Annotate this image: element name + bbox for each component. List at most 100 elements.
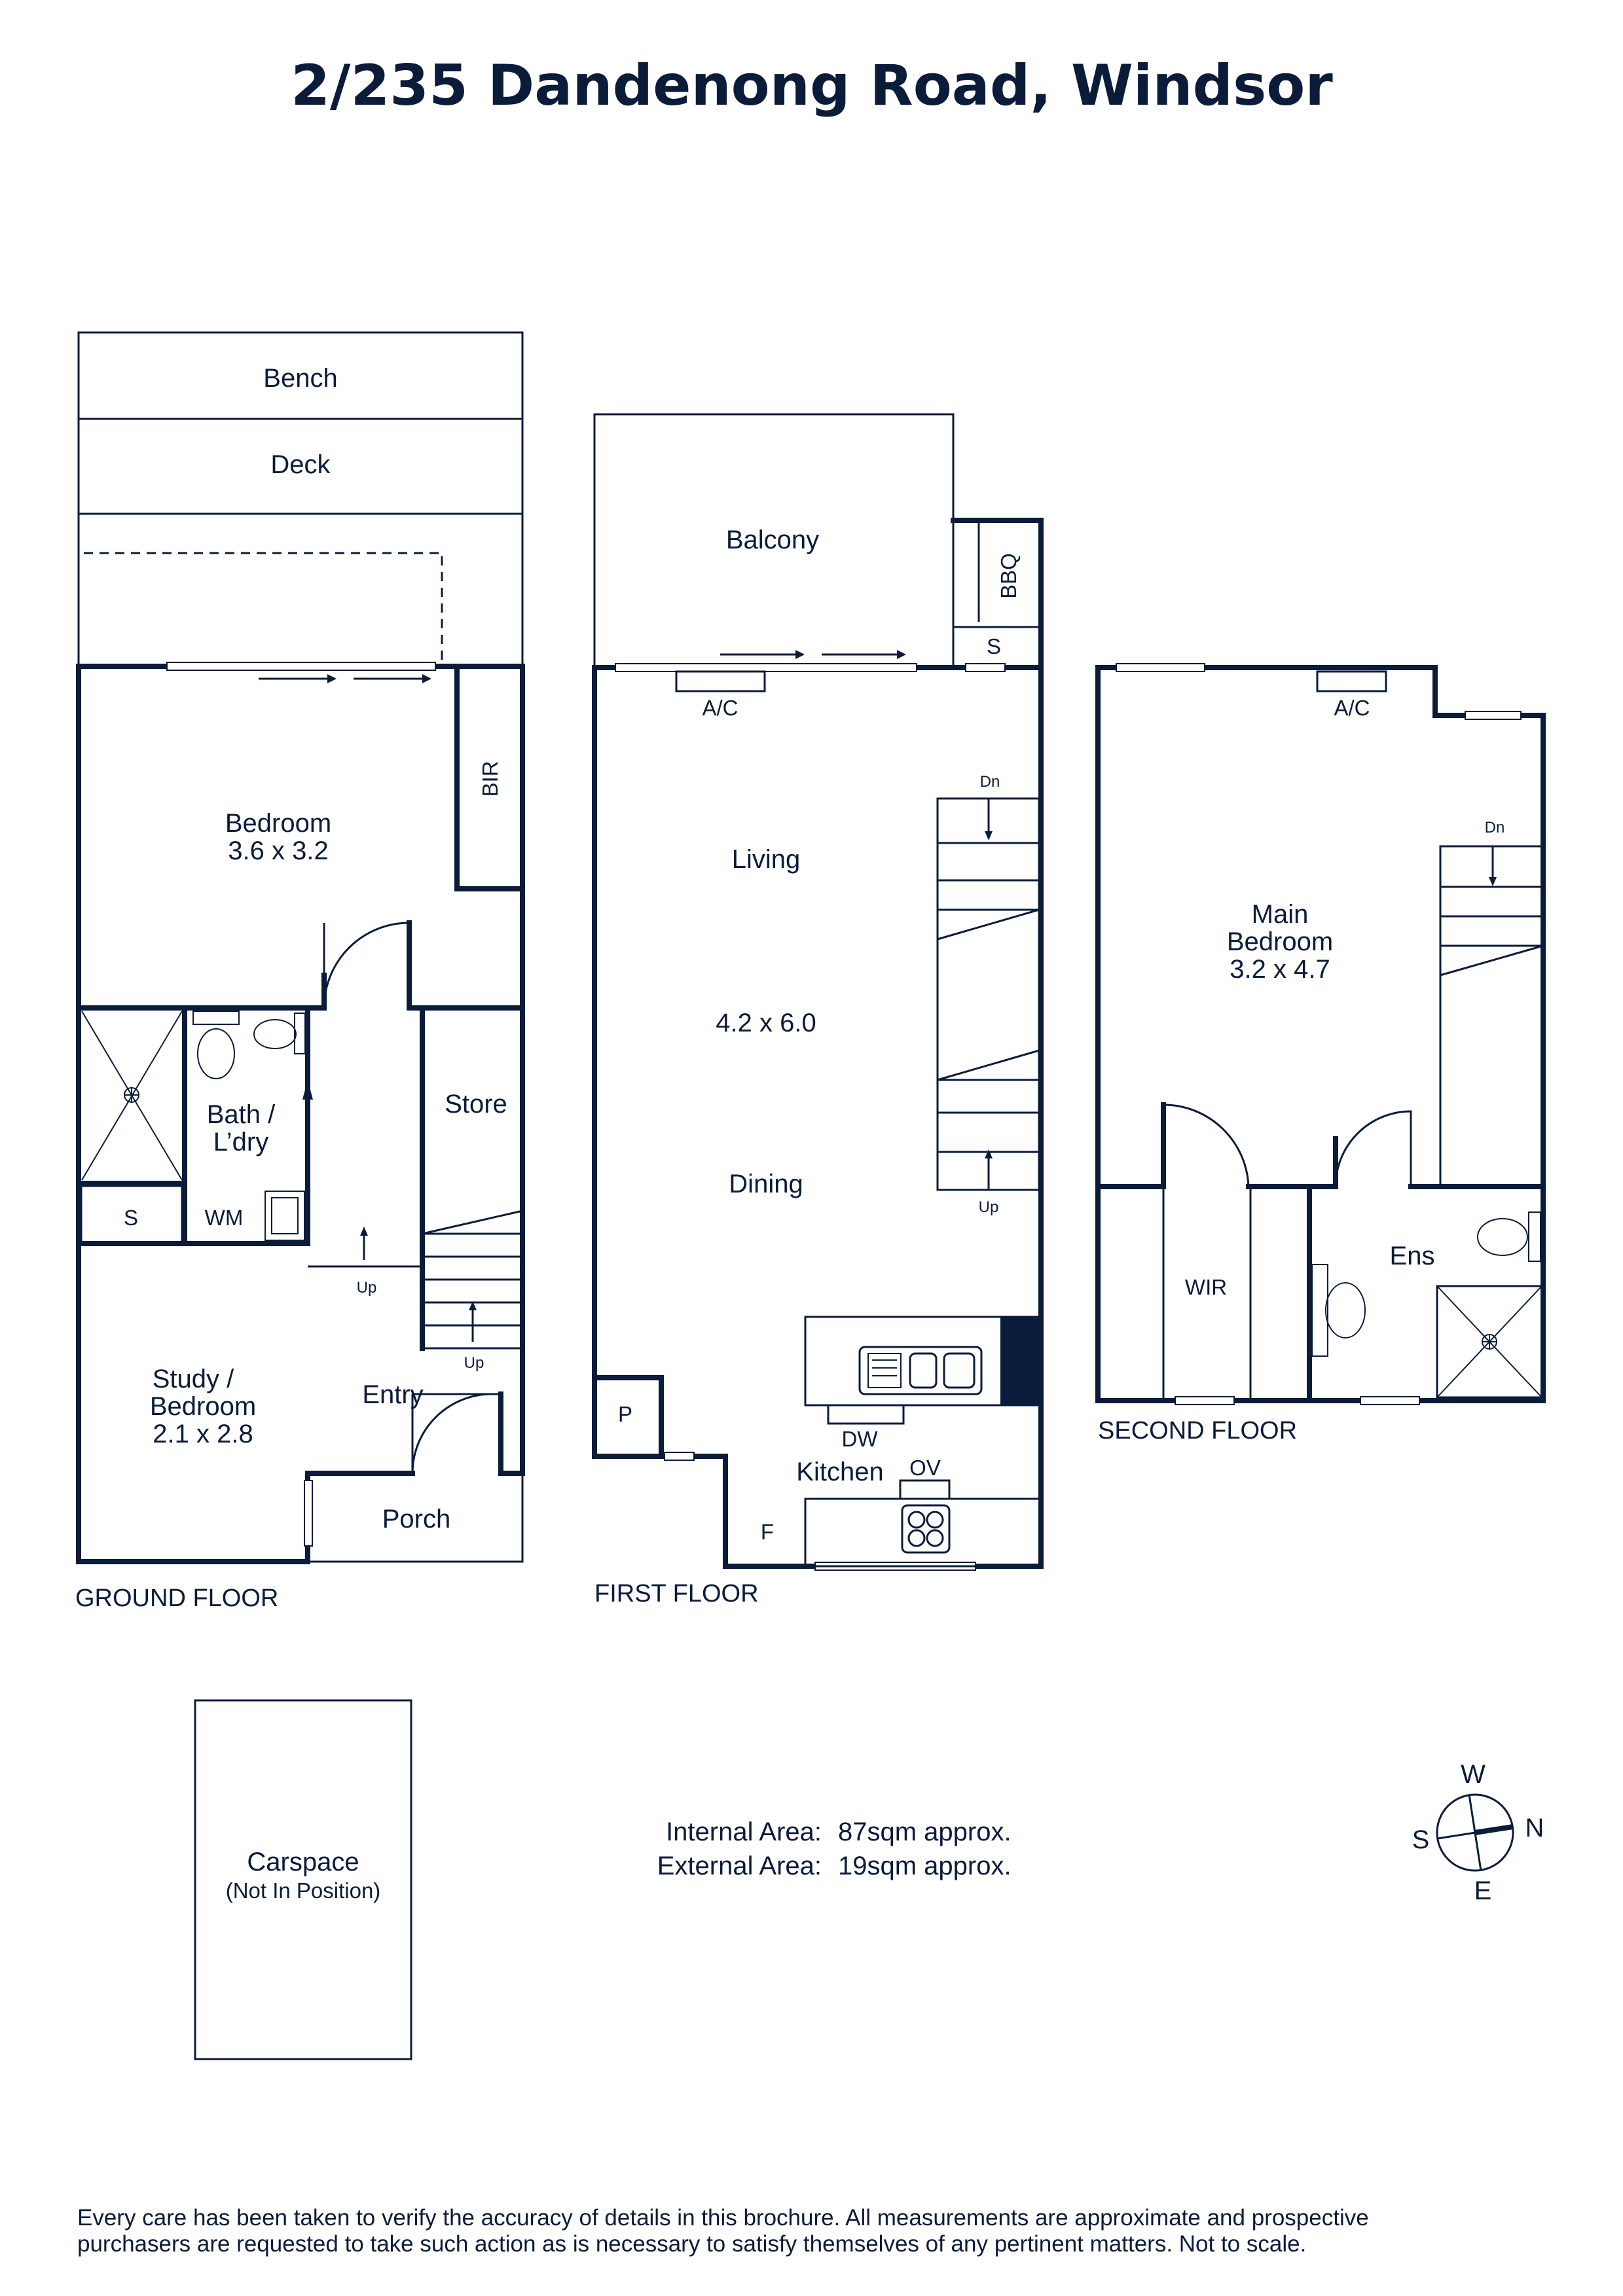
- entry-door-swing: [411, 1393, 501, 1474]
- dn-label: Dn: [1485, 819, 1505, 836]
- pantry-label: P: [618, 1402, 632, 1426]
- study-label: Study /: [153, 1365, 234, 1393]
- second-floor-plan: A/C Dn Main Bedroom 3.2 x 4.7 WIR Ens SE…: [1095, 663, 1546, 1444]
- stair: [936, 797, 1040, 1191]
- stair-cut: [422, 1210, 523, 1235]
- internal-area-label: Internal Area:: [666, 1818, 822, 1846]
- compass-icon: W N S E: [1412, 1760, 1544, 1905]
- fridge-label: F: [761, 1520, 774, 1544]
- stair-up-arrow-icon: [360, 1227, 368, 1236]
- ac-label: A/C: [702, 696, 738, 720]
- up-label: Up: [357, 1279, 377, 1297]
- toilet-icon: [1477, 1218, 1528, 1256]
- bedroom-south-wall-east: [407, 920, 525, 1011]
- store-cupboard-s: [80, 1185, 183, 1245]
- external-area-value: 19sqm approx.: [838, 1852, 1012, 1880]
- dining-label: Dining: [729, 1170, 803, 1198]
- ac-unit: [675, 670, 766, 692]
- stair-cut: [1440, 944, 1544, 977]
- area-summary: Internal Area: 87sqm approx. External Ar…: [657, 1818, 1012, 1880]
- dn-label: Dn: [980, 773, 1000, 791]
- stair-down-arrow-icon: [1489, 877, 1497, 886]
- kitchen-label: Kitchen: [796, 1458, 883, 1486]
- up-label: Up: [979, 1198, 999, 1216]
- study-size: 2.1 x 2.8: [153, 1420, 253, 1448]
- ensuite-north-wall: [1246, 1136, 1338, 1189]
- bbq-wall: [951, 518, 1044, 670]
- oven: [899, 1479, 951, 1500]
- island-end-panel: [1000, 1317, 1041, 1405]
- bedroom-size: 3.6 x 3.2: [228, 836, 328, 865]
- dishwasher: [827, 1404, 905, 1425]
- kitchen-window: [664, 1452, 695, 1461]
- page-title: 2/235 Dandenong Road, Windsor: [291, 53, 1333, 118]
- bedroom-door-swing: [323, 922, 410, 1009]
- stair-up-arrow-icon: [985, 1149, 993, 1158]
- carspace-outline: [194, 1699, 412, 2060]
- slide-arrowhead: [897, 650, 906, 659]
- cooktop-icon: [901, 1504, 951, 1554]
- toilet-cistern: [1528, 1211, 1541, 1262]
- bench-label: Bench: [263, 364, 337, 393]
- washing-machine-icon: [264, 1191, 305, 1241]
- pantry-wall: [592, 1375, 664, 1459]
- main-bedroom-label: Main: [1252, 900, 1309, 929]
- external-area-label: External Area:: [657, 1852, 822, 1880]
- up-label: Up: [464, 1354, 484, 1372]
- living-label: Living: [732, 845, 801, 874]
- store-label: Store: [445, 1090, 507, 1119]
- stair-cut: [937, 908, 1040, 941]
- wm-label: WM: [205, 1206, 244, 1230]
- stair-cut: [937, 1049, 1040, 1081]
- toilet-icon: [253, 1019, 297, 1049]
- main-bedroom-size: 3.2 x 4.7: [1230, 955, 1330, 984]
- disclaimer-line-2: purchasers are requested to take such ac…: [77, 2231, 1306, 2257]
- wir-window: [1175, 1396, 1235, 1405]
- bedroom-south-wall: [76, 973, 327, 1011]
- second-outer-wall: [1095, 665, 1546, 1403]
- living-size: 4.2 x 6.0: [716, 1009, 816, 1037]
- shower: [1436, 1285, 1543, 1399]
- dw-label: DW: [842, 1427, 879, 1451]
- sink-icon: [858, 1346, 983, 1395]
- compass-s: S: [1412, 1825, 1430, 1854]
- ensuite-door-swing: [1334, 1110, 1412, 1187]
- porch-label: Porch: [382, 1505, 451, 1534]
- bedroom-window-east: [1465, 711, 1522, 720]
- compass-n: N: [1525, 1814, 1544, 1842]
- bath-label: Bath /: [207, 1100, 276, 1129]
- s-cupboard-label: S: [987, 634, 1001, 658]
- ground-floor-label: GROUND FLOOR: [75, 1585, 278, 1612]
- second-floor-label: SECOND FLOOR: [1098, 1417, 1297, 1444]
- vanity: [1311, 1264, 1328, 1357]
- balcony: [593, 413, 955, 668]
- bir-wall: [454, 664, 525, 891]
- carspace-note: (Not In Position): [226, 1878, 381, 1903]
- compass-north-needle: [1474, 1824, 1514, 1835]
- ensuite-label: Ens: [1390, 1242, 1435, 1270]
- wir-door-swing: [1163, 1103, 1250, 1187]
- carspace: Carspace (Not In Position): [194, 1699, 412, 2060]
- first-floor-plan: Balcony BBQ S A/C Dn Living 4.2 x 6.0 Di…: [592, 413, 1044, 1607]
- internal-area-value: 87sqm approx.: [838, 1818, 1012, 1846]
- wir-label: WIR: [1185, 1275, 1227, 1299]
- deck-sliding-door: [166, 662, 436, 671]
- bbq-label: BBQ: [996, 553, 1021, 599]
- s-cupboard-label: S: [124, 1206, 138, 1230]
- deck-label: Deck: [270, 450, 331, 479]
- ac-label: A/C: [1334, 696, 1370, 720]
- wir-north-wall: [1095, 1102, 1166, 1189]
- basin-icon: [1325, 1282, 1366, 1338]
- arrow-up-icon: [302, 1080, 313, 1100]
- carspace-label: Carspace: [247, 1848, 359, 1876]
- study-bedroom-label: Bedroom: [150, 1392, 256, 1421]
- balcony-sliding-door: [615, 663, 917, 672]
- toilet-cistern: [294, 1013, 306, 1054]
- ensuite-window: [1360, 1396, 1420, 1405]
- bedroom-label: Bedroom: [225, 809, 331, 838]
- balcony-label: Balcony: [726, 526, 819, 554]
- slide-arrowhead: [422, 674, 431, 683]
- first-floor-label: FIRST FLOOR: [594, 1580, 759, 1607]
- disclaimer-line-1: Every care has been taken to verify the …: [77, 2205, 1369, 2231]
